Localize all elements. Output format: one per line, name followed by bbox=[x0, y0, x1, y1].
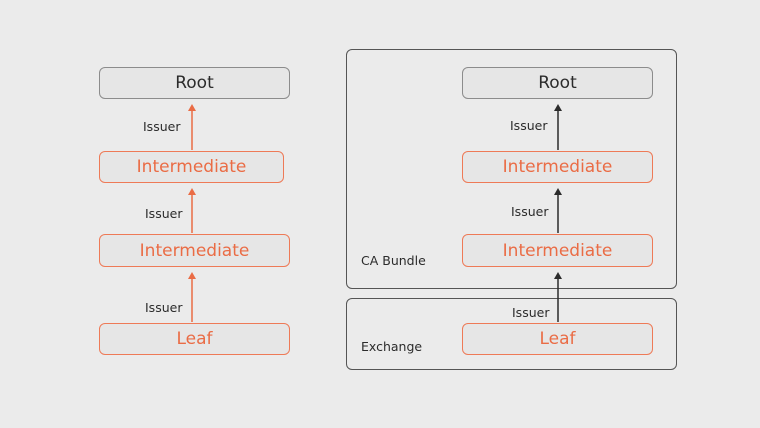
right-intermediate-lower-box: Intermediate bbox=[462, 234, 653, 267]
right-leaf-box: Leaf bbox=[462, 323, 653, 355]
right-root-box: Root bbox=[462, 67, 653, 99]
left-issuer-label-bottom: Issuer bbox=[145, 300, 183, 315]
left-root-box: Root bbox=[99, 67, 290, 99]
left-intermediate-upper-label: Intermediate bbox=[136, 157, 247, 177]
left-intermediate-upper-box: Intermediate bbox=[99, 151, 284, 183]
left-leaf-box: Leaf bbox=[99, 323, 290, 355]
exchange-label: Exchange bbox=[361, 339, 423, 354]
ca-bundle-group bbox=[346, 49, 677, 289]
left-leaf-label: Leaf bbox=[176, 329, 213, 349]
right-leaf-label: Leaf bbox=[539, 329, 576, 349]
right-issuer-label-middle: Issuer bbox=[511, 204, 549, 219]
right-intermediate-upper-label: Intermediate bbox=[502, 157, 613, 177]
right-root-label: Root bbox=[538, 73, 577, 93]
right-issuer-label-top: Issuer bbox=[510, 118, 548, 133]
right-issuer-label-bottom: Issuer bbox=[512, 305, 550, 320]
left-issuer-label-middle: Issuer bbox=[145, 206, 183, 221]
exchange-group bbox=[346, 298, 677, 370]
left-intermediate-lower-box: Intermediate bbox=[99, 234, 290, 267]
left-root-label: Root bbox=[175, 73, 214, 93]
left-intermediate-lower-label: Intermediate bbox=[139, 240, 250, 261]
left-issuer-label-top: Issuer bbox=[143, 119, 181, 134]
right-intermediate-lower-label: Intermediate bbox=[502, 240, 613, 261]
ca-bundle-label: CA Bundle bbox=[361, 253, 426, 268]
right-intermediate-upper-box: Intermediate bbox=[462, 151, 653, 183]
